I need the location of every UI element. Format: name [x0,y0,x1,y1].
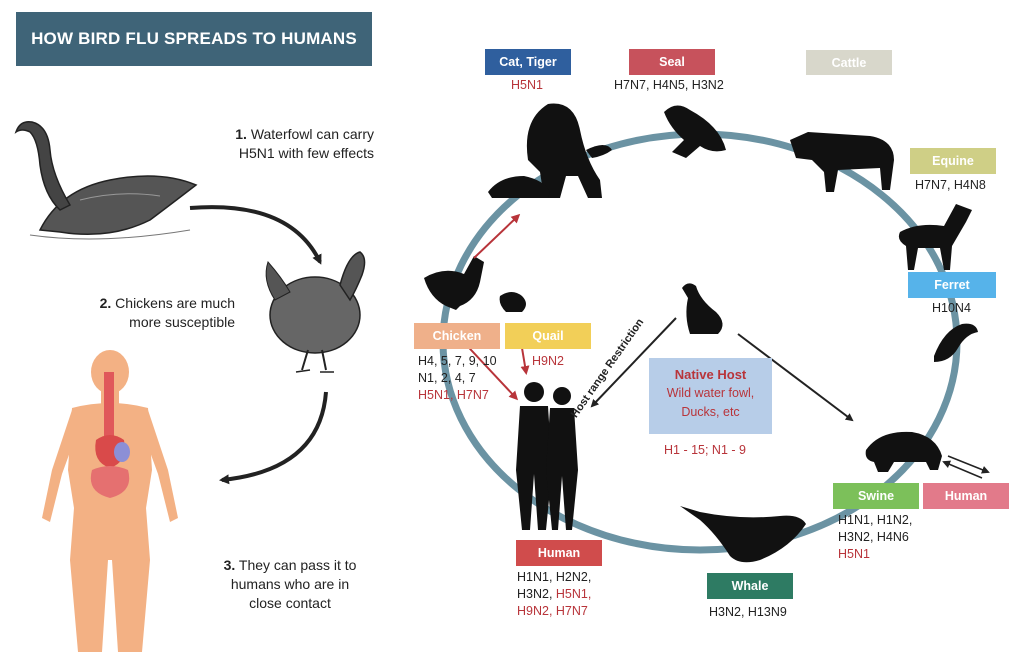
human-subtypes-line3: H9N2, H7N7 [517,604,588,618]
step-2-number: 2. [99,295,112,311]
equine-subtypes: H7N7, H4N8 [915,178,986,192]
whale-subtypes: H3N2, H13N9 [709,605,787,619]
step-1-text-line2: H5N1 with few effects [238,145,374,161]
host-label-quail: Quail [505,323,591,349]
host-label-cattle: Cattle [806,50,892,75]
human-body-illustration [42,350,178,652]
seal-illustration [664,105,726,158]
host-label-human-right: Human [923,483,1009,509]
swine-subtypes-line3: H5N1 [838,547,870,561]
host-label-whale: Whale [707,573,793,599]
lion-cat-illustration [488,103,612,198]
step-1: 1. Waterfowl can carry H5N1 with few eff… [196,125,374,163]
host-label-cat-tiger: Cat, Tiger [485,49,571,75]
chicken-subtypes-line2: N1, 2, 4, 7 [418,371,476,385]
human-subtypes-line2a: H3N2, [517,587,556,601]
native-to-swine-arrow [737,333,854,422]
human-subtypes-line1: H1N1, H2N2, [517,570,592,584]
step-3-text-line1: They can pass it to [238,557,357,573]
native-host-title: Native Host [674,367,747,382]
host-label-ferret: Ferret [908,272,996,298]
quail-illustration [499,292,526,312]
host-label-equine: Equine [910,148,996,174]
horse-illustration [898,204,972,270]
host-label-human-bottom: Human [516,540,602,566]
swine-to-human-arrow [947,455,990,474]
human-bottom-subtypes: H1N1, H2N2, H3N2, H5N1, H9N2, H7N7 [517,569,591,620]
swine-subtypes-line2: H3N2, H4N6 [838,530,909,544]
human-to-swine-arrow [942,460,983,479]
step-2-text-line1: Chickens are much [115,295,235,311]
ferret-subtypes: H10N4 [932,301,971,315]
ferret-illustration [934,323,978,362]
rooster-illustration [424,256,484,310]
host-label-chicken: Chicken [414,323,500,349]
step-1-text-line1: Waterfowl can carry [250,126,374,142]
page-title: HOW BIRD FLU SPREADS TO HUMANS [16,12,372,66]
quail-subtypes: H9N2 [532,354,564,368]
native-host-desc-line1: Wild water fowl, [666,386,755,400]
step-3: 3. They can pass it to humans who are in… [200,556,380,613]
step-1-number: 1. [235,126,247,142]
pig-illustration [865,431,942,472]
waterfowl-to-chicken-arrow [189,205,322,265]
swan-illustration [14,120,198,240]
step-3-text-line3: close contact [249,595,331,611]
step-2-text-line2: more susceptible [129,314,235,330]
human-subtypes-line2b: H5N1, [555,587,592,601]
whale-illustration [680,506,806,563]
chicken-subtypes-line3: H5N1, H7N7 [418,388,489,402]
chicken-subtypes: H4, 5, 7, 9, 10 N1, 2, 4, 7 H5N1, H7N7 [418,353,497,404]
chicken-to-cat-arrow [473,213,521,259]
cow-illustration [790,132,894,192]
duck-illustration [682,283,723,334]
chicken-subtypes-line1: H4, 5, 7, 9, 10 [418,354,497,368]
step-2: 2. Chickens are much more susceptible [60,294,235,332]
human-couple-illustration [516,382,578,530]
chicken-to-human-arrow [219,391,328,485]
native-host-box: Native Host Wild water fowl, Ducks, etc [649,358,772,434]
swine-subtypes-line1: H1N1, H1N2, [838,513,913,527]
native-to-human-arrow [590,317,677,408]
native-host-desc-line2: Ducks, etc [681,405,740,419]
hen-illustration [265,251,366,373]
cat-tiger-subtypes: H5N1 [511,78,543,92]
host-label-swine: Swine [833,483,919,509]
host-label-seal: Seal [629,49,715,75]
step-3-number: 3. [223,557,236,573]
seal-subtypes: H7N7, H4N5, H3N2 [614,78,724,92]
step-3-text-line2: humans who are in [230,576,350,592]
native-host-subtypes: H1 - 15; N1 - 9 [664,443,746,457]
swine-subtypes: H1N1, H1N2, H3N2, H4N6 H5N1 [838,512,912,563]
